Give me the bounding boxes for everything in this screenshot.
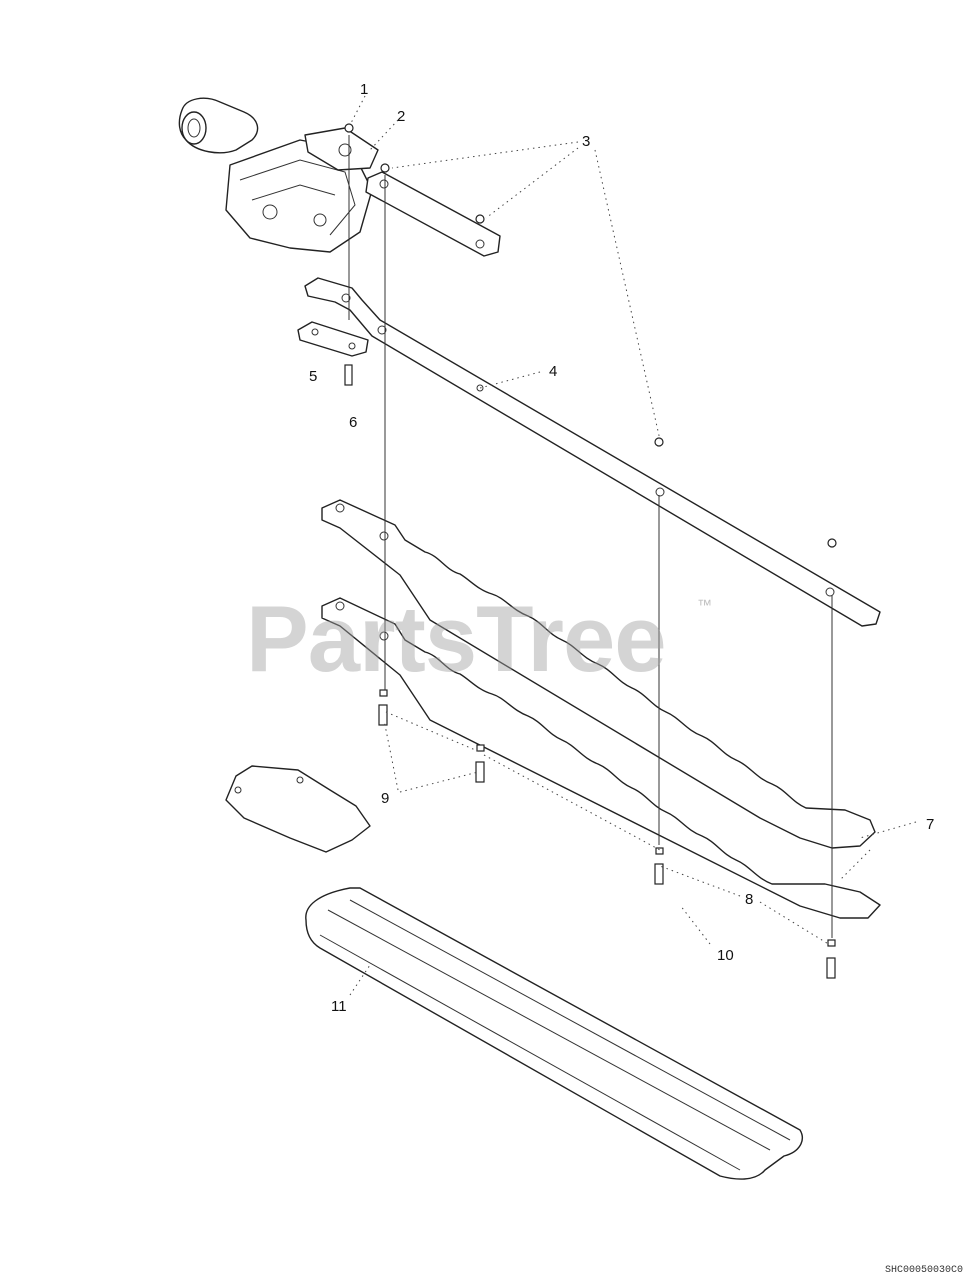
leader-lines <box>349 95 917 996</box>
callout-2: 2 <box>397 108 405 125</box>
watermark-trademark: ™ <box>697 597 712 614</box>
assembly-lines <box>348 135 833 938</box>
callout-1: 1 <box>360 81 368 98</box>
blade-cover <box>305 887 803 1180</box>
fasteners <box>344 123 837 979</box>
top-plate <box>365 171 501 257</box>
gear-housing <box>178 97 379 253</box>
callout-7: 7 <box>926 816 934 833</box>
callout-3: 3 <box>582 133 590 150</box>
callout-9: 9 <box>381 790 389 807</box>
watermark-text: PartsTree <box>246 586 667 691</box>
upper-blade <box>321 499 876 849</box>
callout-labels: 1 2 3 4 5 6 7 8 9 10 11 <box>309 81 934 1015</box>
connecting-bar <box>304 277 881 627</box>
callout-5: 5 <box>309 368 317 385</box>
drawing-code: SHC00050030C0 <box>884 1265 963 1276</box>
callout-11: 11 <box>331 998 347 1015</box>
callout-10: 10 <box>717 947 734 964</box>
callout-4: 4 <box>549 363 557 380</box>
lower-blade <box>321 597 881 919</box>
callout-6: 6 <box>349 414 357 431</box>
small-plate <box>297 321 369 357</box>
callout-8: 8 <box>745 891 753 908</box>
gasket-plate <box>225 765 371 853</box>
